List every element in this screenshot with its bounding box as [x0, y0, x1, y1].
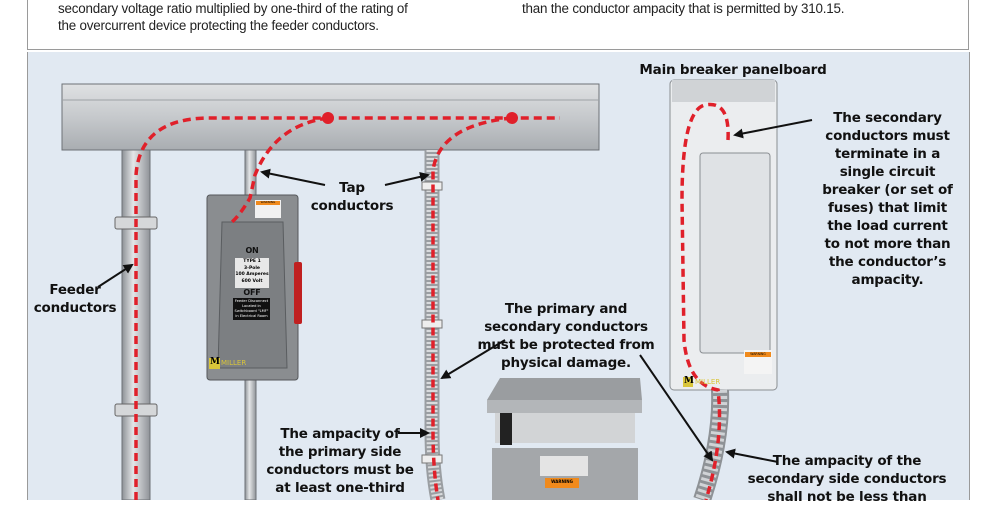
disconnect-off-label: OFF	[243, 288, 261, 297]
primary-ampacity-label: The ampacity of the primary side conduct…	[266, 426, 414, 496]
panelboard	[669, 79, 778, 391]
intro-left-text: secondary voltage ratio multiplied by on…	[58, 1, 408, 33]
rating-line: 3-Pole	[244, 265, 260, 271]
conductor-path	[134, 102, 730, 500]
rating-line: 100 Amperes	[235, 272, 269, 277]
secondary-terminate-label: The secondary conductors must terminate …	[822, 110, 953, 288]
tag-line: Located in	[242, 304, 261, 308]
panel-brand: MILLER	[695, 378, 721, 386]
tap-point	[322, 112, 334, 124]
panelboard-title: Main breaker panelboard	[639, 62, 827, 78]
tag-line: in Electrical Room	[235, 314, 268, 318]
disconnect-warning: WARNING	[260, 200, 276, 204]
tag-line: Feeder Disconnect	[234, 299, 269, 303]
pipe-strap	[114, 216, 158, 417]
tap-conductors-label: Tap conductors	[310, 180, 394, 214]
physical-damage-label: The primary and secondary conductors mus…	[477, 301, 655, 371]
disconnect-on-label: ON	[245, 246, 259, 255]
panel-warning: WARNING	[750, 352, 766, 356]
rating-line: 600 Volt	[241, 278, 263, 284]
disconnect-brand-logo: M	[210, 357, 220, 367]
intro-text: secondary voltage ratio multiplied by on…	[0, 0, 1000, 52]
feeder-conductors-label: Feeder conductors	[33, 282, 117, 316]
transformer	[487, 378, 642, 500]
disconnect-conduit-below	[244, 377, 257, 500]
disconnect-rating-plate: TYPE 1 3-Pole 100 Amperes 600 Volt	[235, 259, 269, 285]
panel-brand-logo: M	[684, 376, 694, 386]
disconnect-switch	[206, 194, 302, 381]
rating-line: TYPE 1	[243, 259, 261, 264]
disconnect-brand: MILLER	[221, 359, 247, 367]
tag-line: Switchboard "LMF"	[234, 309, 269, 313]
callout-arrows	[97, 119, 813, 463]
disconnect-tag: Feeder Disconnect Located in Switchboard…	[233, 299, 270, 319]
transformer-warning: WARNING	[551, 479, 573, 484]
secondary-ampacity-label: The ampacity of the secondary side condu…	[747, 453, 947, 505]
tap-point	[506, 112, 518, 124]
intro-right-text: than the conductor ampacity that is perm…	[522, 1, 845, 16]
intro-frame	[27, 0, 969, 50]
